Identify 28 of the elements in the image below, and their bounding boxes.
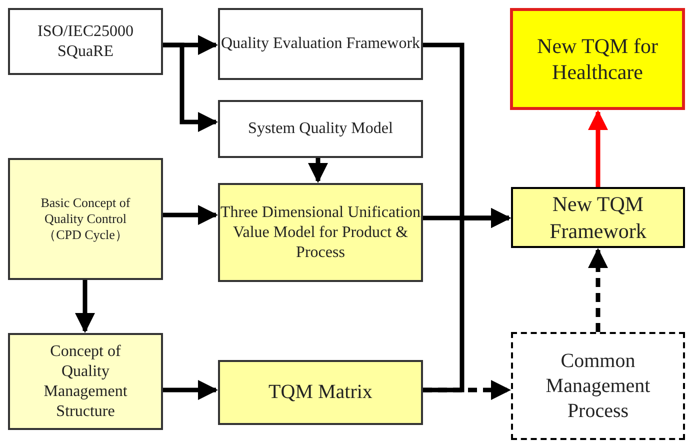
process-box (218, 360, 423, 425)
box-label: New TQM Framework (548, 191, 648, 244)
process-box (511, 187, 685, 248)
process-box (510, 8, 685, 110)
process-box (511, 332, 685, 440)
process-box (218, 100, 423, 158)
box-label: Three Dimensional Unification Value Model for Product & Process (220, 202, 421, 262)
box-label: System Quality Model (248, 119, 393, 139)
arrow (588, 248, 608, 332)
arrow (163, 204, 218, 226)
arrow (588, 110, 608, 187)
process-box (218, 8, 423, 80)
box-label: Concept of Quality Management Structure (42, 342, 128, 422)
box-label: TQM Matrix (268, 380, 372, 405)
process-box (8, 8, 163, 75)
arrow (308, 158, 328, 184)
process-box (8, 333, 163, 430)
arrow (163, 42, 218, 132)
box-label: Common Management Process (544, 348, 652, 424)
box-label: New TQM for Healthcare (536, 32, 659, 86)
process-box (8, 158, 163, 280)
box-label: Quality Evaluation Framework (220, 34, 420, 54)
box-label: Basic Concept of Quality Control （CPD Cycle） (40, 194, 132, 244)
arrow (74, 280, 96, 334)
arrow (163, 380, 218, 400)
process-box (218, 183, 423, 282)
box-label: ISO/IEC25000 SQuaRE (36, 22, 134, 62)
arrow (423, 208, 512, 392)
